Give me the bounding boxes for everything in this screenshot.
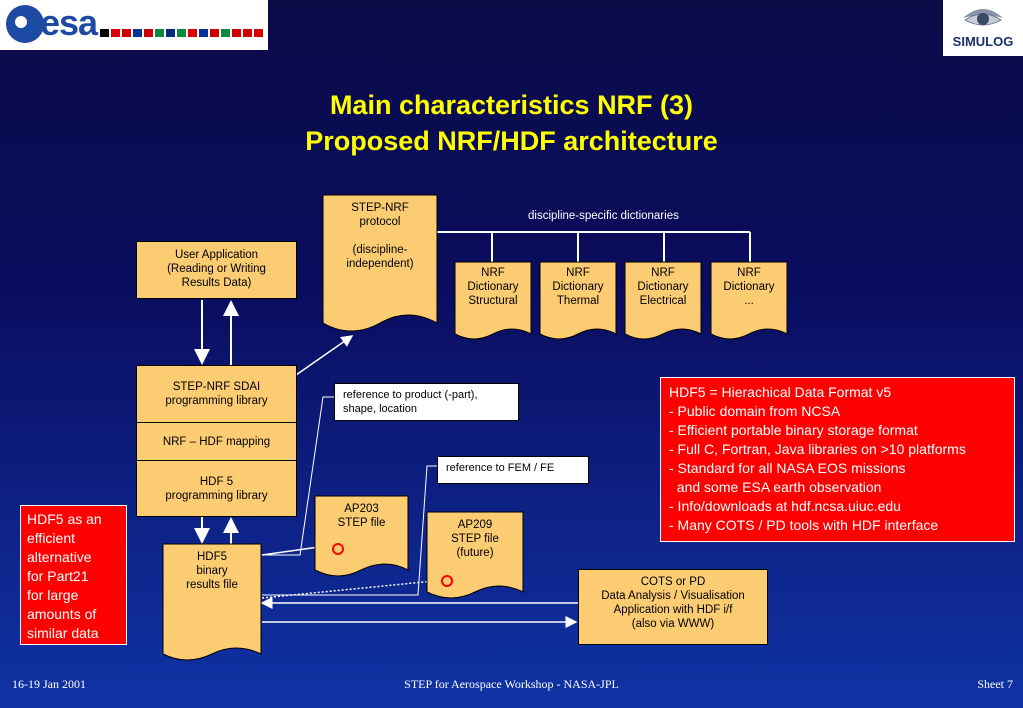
dictionary-line: ... [744, 295, 754, 307]
ref-fem-line [262, 465, 437, 596]
hdf5-info-line: - Full C, Fortran, Java libraries on >10… [669, 441, 966, 457]
simulog-logo: SIMULOG [943, 0, 1023, 56]
ref-product-line [262, 396, 334, 556]
ref-product-line-text: shape, location [343, 403, 417, 415]
eye-icon [963, 9, 1003, 26]
hdf5-results-file-label: HDF5 binary results file [163, 550, 261, 592]
hdf5-alt-line: similar data [27, 625, 99, 641]
dictionary-line: NRF [651, 267, 675, 279]
sdai-library-label: STEP-NRF SDAI programming library [137, 366, 296, 423]
ap203-line: STEP file [337, 517, 386, 529]
sdai-line: programming library [165, 395, 268, 407]
dictionary-line: Dictionary [552, 281, 604, 293]
hdf5-alt-line: efficient [27, 530, 75, 546]
protocol-line: independent) [346, 258, 414, 270]
hdf5-lib-line: programming library [165, 489, 268, 502]
step-nrf-protocol-doc: STEP-NRF protocol (discipline-independent… [322, 194, 438, 335]
hdf5-alt-line: for Part21 [27, 568, 89, 584]
cots-line: Application with HDF i/f [613, 604, 733, 616]
page-subtitle: Proposed NRF/HDF architecture [305, 126, 718, 156]
footer-event: STEP for Aerospace Workshop - NASA-JPL [404, 677, 619, 691]
ap203-link-icon [332, 543, 344, 555]
hdf5-info-line: HDF5 = Hierachical Data Format v5 [669, 384, 892, 400]
protocol-label: STEP-NRF protocol (discipline-independent… [323, 201, 437, 271]
dictionary-line: Dictionary [637, 281, 689, 293]
ap209-line: AP209 [457, 519, 493, 531]
hdf5-alternative-callout: HDF5 as an efficient alternative for Part21… [20, 505, 127, 645]
footer-sheet: Sheet 7 [977, 677, 1013, 691]
sdai-stack: STEP-NRF SDAI programming library NRF – H… [136, 365, 297, 517]
ap209-line: STEP file [451, 533, 499, 545]
hdf5-alt-line: for large [27, 587, 79, 603]
hdf5-file-line: binary [196, 565, 228, 577]
user-app-line: Results Data) [181, 277, 252, 289]
hdf5-results-file-doc: HDF5 binary results file [162, 543, 262, 662]
ref-fem-link [261, 579, 445, 599]
protocol-line: protocol [359, 216, 401, 228]
ref-fem-note: reference to FEM / FE [437, 456, 589, 484]
dictionary-line: Dictionary [467, 281, 519, 293]
hdf5-file-line: HDF5 [196, 551, 228, 563]
discipline-label: discipline-specific dictionaries [528, 210, 679, 222]
hdf5-info-line: - Efficient portable binary storage form… [669, 422, 918, 438]
dictionary-line: Thermal [556, 295, 600, 307]
cots-line: (also via WWW) [631, 618, 715, 630]
user-app-line: (Reading or Writing [167, 263, 266, 275]
ap209-link-icon [441, 575, 453, 587]
cots-line: Data Analysis / Visualisation [601, 590, 745, 602]
hdf5-info-line: - Public domain from NCSA [669, 403, 841, 419]
cots-line: COTS or PD [640, 576, 706, 588]
hdf5-info-line: - Many COTS / PD tools with HDF interfac… [669, 517, 939, 533]
dictionary-line: Electrical [639, 295, 687, 307]
esa-logo: esa [0, 0, 268, 50]
member-flags [100, 29, 263, 39]
esa-globe-icon [6, 5, 44, 43]
sdai-line: STEP-NRF SDAI [172, 381, 261, 393]
hdf5-info-line: and some ESA earth observation [669, 479, 882, 495]
dictionary-other-label: NRF Dictionary... [711, 266, 787, 308]
footer-date: 16-19 Jan 2001 [12, 677, 86, 691]
ref-product-note: reference to product (-part), shape, loca… [334, 383, 519, 421]
dictionary-line: Dictionary [723, 281, 775, 293]
hdf5-alt-line: HDF5 as an [27, 511, 102, 527]
hdf5-info-line: - Standard for all NASA EOS missions [669, 460, 906, 476]
hdf5-info-callout: HDF5 = Hierachical Data Format v5 - Publi… [660, 377, 1015, 542]
protocol-line: (discipline- [352, 244, 408, 256]
protocol-line [323, 229, 437, 243]
dictionary-line: Structural [468, 295, 518, 307]
dictionary-line: NRF [737, 267, 761, 279]
ref-product-line-text: reference to product (-part), [343, 389, 478, 401]
arrow-sdai-to-protocol [295, 335, 354, 376]
hdf5-file-line: results file [186, 579, 238, 591]
hdf5-alt-line: amounts of [27, 606, 97, 622]
hdf5-info-line: - Info/downloads at hdf.ncsa.uiuc.edu [669, 498, 901, 514]
ap203-line: AP203 [344, 503, 379, 515]
hdf5-alt-line: alternative [27, 549, 92, 565]
mapping-label: NRF – HDF mapping [137, 423, 296, 461]
dictionary-line: NRF [481, 267, 505, 279]
hdf5-lib-line: HDF 5 [199, 475, 234, 488]
protocol-line: STEP-NRF [351, 202, 409, 214]
dictionary-other-doc: NRF Dictionary... [710, 261, 788, 342]
dictionary-line: NRF [566, 267, 590, 279]
page-title: Main characteristics NRF (3) [329, 90, 694, 120]
simulog-logo-text: SIMULOG [952, 34, 1014, 49]
user-app-line: User Application [174, 249, 259, 261]
ap209-line: (future) [456, 547, 494, 559]
esa-logo-text: esa [40, 2, 98, 43]
